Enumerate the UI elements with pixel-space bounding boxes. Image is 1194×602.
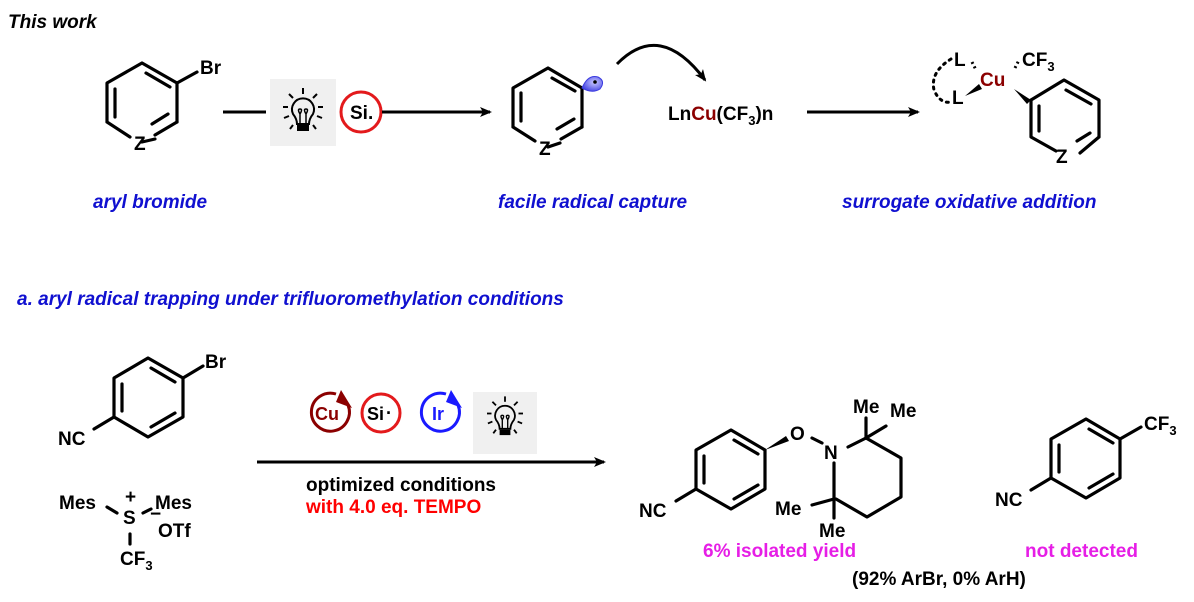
iridium-catalyst-icon: Ir [419,390,462,433]
bromobenzonitrile-structure: Br NC [58,352,227,450]
svg-text:Mes: Mes [59,493,96,514]
svg-text:NC: NC [639,501,667,522]
footnote: (92% ArBr, 0% ArH) [852,569,1026,590]
silyl-radical-icon: Si . [339,90,383,134]
svg-text:Mes: Mes [155,493,192,514]
not-detected-label: not detected [1025,541,1138,562]
svg-text:L: L [952,88,964,109]
light-box [473,392,537,454]
curved-arrow [615,43,707,82]
lightbulb-icon [486,396,524,436]
svg-text:·: · [386,403,392,423]
conditions-line-1: optimized conditions [306,475,496,496]
cf3-label: CF3 [1022,50,1055,74]
svg-text:.: . [368,103,373,124]
copper-reagent-label: LnCu(CF3)n [668,104,773,128]
aryl-bromide-structure: Br Z [105,58,222,155]
svg-text:O: O [790,424,805,445]
svg-text:NC: NC [58,429,86,450]
svg-text:Ir: Ir [432,404,444,424]
svg-text:Me: Me [890,401,916,422]
svg-text:Me: Me [775,499,801,520]
svg-text:Si: Si [367,404,384,424]
svg-text:CF3: CF3 [120,549,153,573]
section-a-heading: a. aryl radical trapping under trifluoro… [17,289,564,310]
radical-orbital-icon [581,76,604,92]
caption-oxidative-addition: surrogate oxidative addition [842,192,1096,213]
ring-atom-z: Z [134,134,146,155]
ring-atom-z: Z [1056,147,1068,168]
svg-text:Cu: Cu [315,404,339,424]
silyl-radical-catalyst-icon: Si · [360,392,402,434]
cf3-benzonitrile-structure: CF3 NC [995,414,1177,511]
copper-catalyst-icon: Cu [309,390,352,433]
svg-text:Me: Me [819,521,845,542]
copper-complex-structure: L L Cu CF3 Z [931,50,1101,168]
svg-text:Br: Br [205,352,227,373]
copper-label: Cu [980,70,1005,91]
svg-text:L: L [954,50,966,71]
page-title: This work [8,12,98,33]
svg-text:S: S [123,508,136,529]
yield-label: 6% isolated yield [703,541,856,562]
sulfonium-reagent-structure: Mes Mes + S − OTf CF3 [59,487,192,573]
svg-text:NC: NC [995,490,1023,511]
svg-text:+: + [125,487,136,508]
caption-radical-capture: facile radical capture [498,192,687,213]
caption-aryl-bromide: aryl bromide [93,192,207,213]
aryl-radical-structure: Z [511,66,584,160]
lightbulb-icon [283,88,323,131]
ring-atom-z: Z [539,139,551,160]
bromine-label: Br [200,58,222,79]
svg-text:Me: Me [853,397,879,418]
svg-text:Si: Si [350,103,368,124]
svg-text:N: N [824,443,838,464]
tempo-adduct-structure: NC O N Me Me Me Me [639,397,916,542]
svg-text:OTf: OTf [158,521,191,542]
svg-text:CF3: CF3 [1144,414,1177,438]
conditions-line-2: with 4.0 eq. TEMPO [305,497,481,518]
svg-text:−: − [150,504,161,525]
